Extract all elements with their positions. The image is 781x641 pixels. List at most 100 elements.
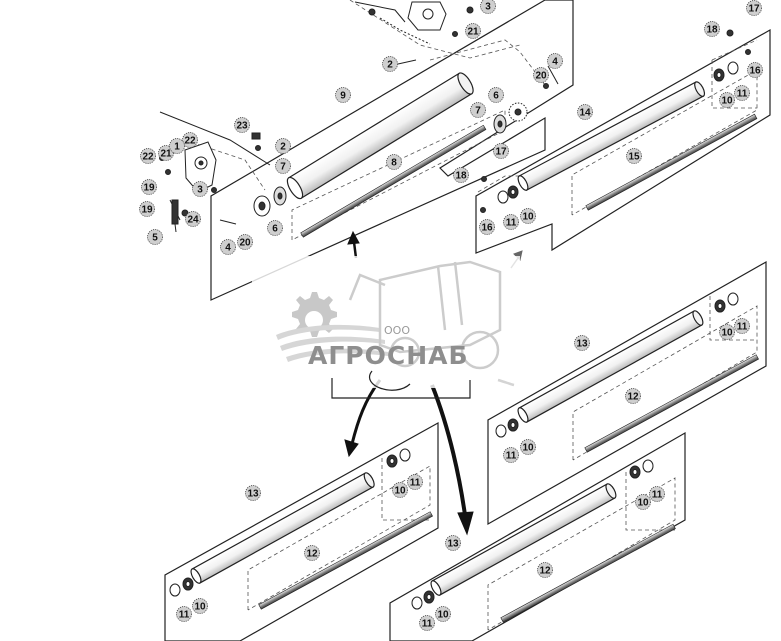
callout-c26: 17 (746, 0, 762, 16)
callout-label: 7 (280, 162, 286, 173)
callout-c9: 8 (386, 154, 402, 170)
callout-bubble (465, 23, 481, 39)
callout-c44: 11 (407, 474, 423, 490)
callout-label: 11 (179, 610, 190, 621)
callout-bubble (520, 208, 536, 224)
callout-bubble (746, 0, 762, 16)
callout-label: 13 (576, 339, 588, 350)
arrow-up-main (347, 230, 360, 259)
callout-c3: 2 (382, 56, 398, 72)
callout-c53: 11 (419, 615, 435, 631)
callout-bubble (237, 234, 253, 250)
callout-bubble (275, 158, 291, 174)
callout-bubble (734, 318, 750, 334)
callout-c52: 12 (537, 562, 553, 578)
callout-c8: 9 (335, 87, 351, 103)
callout-bubble (488, 87, 504, 103)
callout-bubble (625, 388, 641, 404)
bottom-right-bearings (411, 459, 654, 610)
callout-label: 24 (187, 215, 199, 226)
callout-c10: 23 (234, 117, 250, 133)
callout-c54: 10 (435, 606, 451, 622)
callout-c31: 15 (626, 148, 642, 164)
callout-c38: 11 (734, 318, 750, 334)
callout-bubble (734, 85, 750, 101)
callout-c27: 16 (747, 62, 763, 78)
callout-label: 16 (749, 66, 761, 77)
callout-c19: 19 (139, 201, 155, 217)
callout-bubble (275, 138, 291, 154)
watermark: ООО АГРОСНАБ (252, 256, 520, 399)
callout-label: 10 (637, 498, 649, 509)
callout-c50: 11 (649, 486, 665, 502)
callout-c17: 19 (141, 179, 157, 195)
callout-label: 12 (306, 549, 318, 560)
callout-label: 12 (539, 566, 551, 577)
callout-c18: 3 (192, 181, 208, 197)
callout-bubble (533, 67, 549, 83)
callout-label: 4 (552, 57, 558, 68)
callout-c46: 12 (304, 545, 320, 561)
callout-label: 3 (197, 185, 203, 196)
callout-c24: 20 (237, 234, 253, 250)
callout-c42: 10 (520, 439, 536, 455)
callout-label: 22 (142, 152, 154, 163)
callout-label: 10 (721, 96, 733, 107)
callout-label: 3 (485, 2, 491, 13)
bottom-left-roller (190, 472, 375, 584)
callout-bubble (649, 486, 665, 502)
callout-label: 16 (481, 223, 493, 234)
callout-bubble (704, 21, 720, 37)
callout-bubble (419, 615, 435, 631)
callout-bubble (493, 143, 509, 159)
callout-label: 1 (174, 142, 180, 153)
right-middle-dashed-frame (572, 296, 758, 461)
callout-bubble (220, 239, 236, 255)
callout-label: 17 (495, 147, 507, 158)
callout-bubble (192, 181, 208, 197)
top-right-bearings (480, 29, 751, 213)
callout-label: 21 (160, 149, 172, 160)
callout-bubble (140, 148, 156, 164)
callout-label: 2 (387, 60, 393, 71)
callout-c37: 10 (719, 324, 735, 340)
callout-bubble (503, 214, 519, 230)
callout-c48: 10 (192, 598, 208, 614)
top-right-shaft (585, 113, 758, 211)
right-middle-bearings (495, 292, 739, 438)
callout-label: 18 (706, 25, 718, 36)
callout-bubble (182, 132, 198, 148)
callout-bubble (547, 53, 563, 69)
callout-label: 9 (340, 91, 346, 102)
callout-label: 19 (141, 205, 153, 216)
callout-label: 10 (394, 486, 406, 497)
callout-bubble (480, 0, 496, 14)
callout-c16: 7 (275, 158, 291, 174)
right-middle-shaft (584, 354, 759, 453)
callout-label: 17 (748, 4, 760, 15)
callout-c47: 11 (176, 606, 192, 622)
callout-c45: 13 (245, 485, 261, 501)
callout-label: 6 (493, 91, 499, 102)
callout-label: 7 (475, 106, 481, 117)
bottom-left-bearings (169, 448, 411, 597)
callout-bubble (479, 219, 495, 235)
callout-bubble (392, 482, 408, 498)
callout-c23: 4 (220, 239, 236, 255)
callout-label: 11 (410, 478, 421, 489)
callout-bubble (520, 439, 536, 455)
callout-label: 11 (737, 89, 748, 100)
callout-bubble (245, 485, 261, 501)
callout-label: 6 (272, 224, 278, 235)
callout-c35: 11 (503, 214, 519, 230)
callout-c12: 22 (182, 132, 198, 148)
callout-bubble (470, 102, 486, 118)
callout-label: 11 (506, 451, 517, 462)
callout-label: 2 (280, 142, 286, 153)
callout-c15: 1 (169, 138, 185, 154)
callout-c14: 21 (158, 145, 174, 161)
callout-bubble (267, 220, 283, 236)
drive-bracket-top (354, 1, 559, 89)
